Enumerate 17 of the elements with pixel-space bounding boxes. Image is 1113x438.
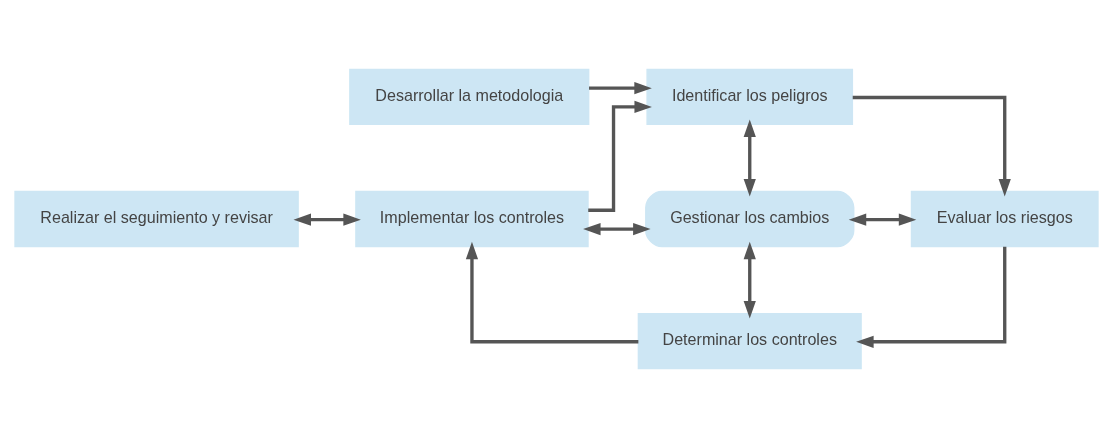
node-box: Desarrollar la metodologia [349, 68, 590, 126]
arrow [852, 95, 1011, 197]
arrow [588, 100, 652, 212]
arrow [589, 82, 652, 95]
arrow [743, 119, 756, 197]
arrow [743, 241, 756, 319]
node-box: Determinar los controles [637, 312, 862, 370]
node-box: Implementar los controles [355, 190, 589, 248]
node-box: Identificar los peligros [646, 68, 854, 126]
arrow [856, 246, 1007, 348]
arrow [293, 213, 361, 226]
arrow [848, 213, 917, 226]
node-box: Gestionar los cambios [645, 190, 855, 248]
arrow [465, 241, 639, 344]
node-box: Evaluar los riesgos [910, 190, 1099, 248]
arrow [583, 222, 651, 236]
node-box: Realizar el seguimiento y revisar [14, 190, 299, 248]
